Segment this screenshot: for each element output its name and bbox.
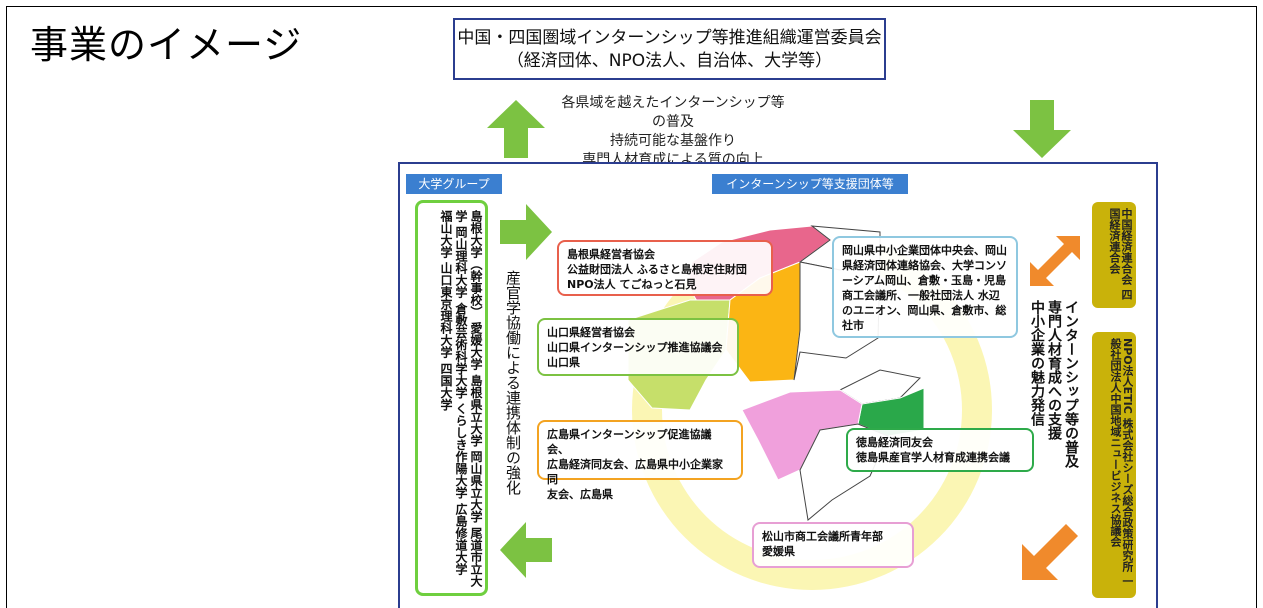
right-message-line-3: 中小企業の魅力発信	[1029, 300, 1045, 426]
side-box-npo	[1092, 332, 1136, 598]
arrow-bidirectional-icon	[1030, 236, 1080, 286]
center-message-line-1: 各県域を越えたインターンシップ等の普及	[561, 95, 785, 130]
org-box-okayama: 岡山県中小企業団体中央会、岡山県経済団体連絡協会、大学コンソーシアム岡山、倉敷・…	[832, 236, 1018, 338]
committee-line-2: （経済団体、NPO法人、自治体、大学等）	[506, 51, 833, 71]
committee-line-1: 中国・四国圏域インターンシップ等推進組織運営委員会	[457, 28, 882, 48]
org-shimane-line-3: NPO法人 てごねっと石見	[567, 278, 697, 291]
org-hiroshima-line-1: 広島県インターンシップ促進協議会、	[547, 428, 712, 456]
arrow-left-icon	[500, 522, 552, 578]
side-box-economic-federations	[1092, 202, 1136, 308]
org-box-matsuyama: 松山市商工会議所青年部 愛媛県	[752, 522, 914, 568]
side-text-economic-federations: 中国経済連合会 四国経済連合会	[1108, 208, 1133, 300]
collaboration-text: 産官学協働による連携体制の強化	[504, 270, 522, 495]
org-okayama-text: 岡山県中小企業団体中央会、岡山県経済団体連絡協会、大学コンソーシアム岡山、倉敷・…	[842, 244, 1007, 332]
arrow-down-icon	[1013, 100, 1071, 158]
org-matsuyama-line-2: 愛媛県	[762, 545, 795, 558]
side-text-npo: NPO法人ETIC 株式会社シーズ総合政策研究所 一般社団法人中国地域ニュービジ…	[1109, 338, 1133, 587]
tab-support-orgs: インターンシップ等支援団体等	[712, 174, 908, 194]
org-yamaguchi-line-1: 山口県経営者協会	[547, 326, 635, 339]
tab-university-group: 大学グループ	[406, 174, 502, 194]
arrow-right-icon	[500, 204, 552, 260]
org-yamaguchi-line-3: 山口県	[547, 356, 580, 369]
org-shimane-line-2: 公益財団法人 ふるさと島根定住財団	[567, 263, 747, 276]
arrow-up-icon	[487, 100, 545, 158]
org-box-yamaguchi: 山口県経営者協会 山口県インターンシップ推進協議会 山口県	[537, 318, 739, 376]
right-message: インターンシップ等の普及 専門人材育成への支援 中小企業の魅力発信	[1028, 300, 1079, 510]
arrow-diagonal-icon	[1022, 524, 1078, 580]
org-box-tokushima: 徳島経済同友会 徳島県産官学人材育成連携会議	[846, 428, 1034, 472]
org-hiroshima-line-2: 広島経済同友会、広島県中小企業家同	[547, 458, 723, 486]
org-matsuyama-line-1: 松山市商工会議所青年部	[762, 530, 883, 543]
org-tokushima-line-2: 徳島県産官学人材育成連携会議	[856, 451, 1010, 464]
center-message-line-2: 持続可能な基盤作り	[610, 133, 736, 149]
page-title: 事業のイメージ	[30, 23, 303, 67]
org-box-hiroshima: 広島県インターンシップ促進協議会、 広島経済同友会、広島県中小企業家同 友会、広…	[537, 420, 743, 501]
right-message-line-1: インターンシップ等の普及	[1063, 300, 1079, 468]
org-tokushima-line-1: 徳島経済同友会	[856, 436, 933, 449]
university-group-box	[415, 200, 488, 596]
org-yamaguchi-line-2: 山口県インターンシップ推進協議会	[547, 341, 723, 354]
slide-frame	[6, 6, 1257, 608]
university-list: 島根大学（幹事校） 愛媛大学 島根県立大学 岡山県立大学 尾道市立大学 岡山理科…	[439, 210, 483, 587]
right-message-line-2: 専門人材育成への支援	[1046, 300, 1062, 440]
org-hiroshima-line-3: 友会、広島県	[547, 488, 613, 501]
org-shimane-line-1: 島根県経営者協会	[567, 248, 655, 261]
org-box-shimane: 島根県経営者協会 公益財団法人 ふるさと島根定住財団 NPO法人 てごねっと石見	[557, 240, 773, 296]
committee-box: 中国・四国圏域インターンシップ等推進組織運営委員会 （経済団体、NPO法人、自治…	[453, 18, 886, 80]
